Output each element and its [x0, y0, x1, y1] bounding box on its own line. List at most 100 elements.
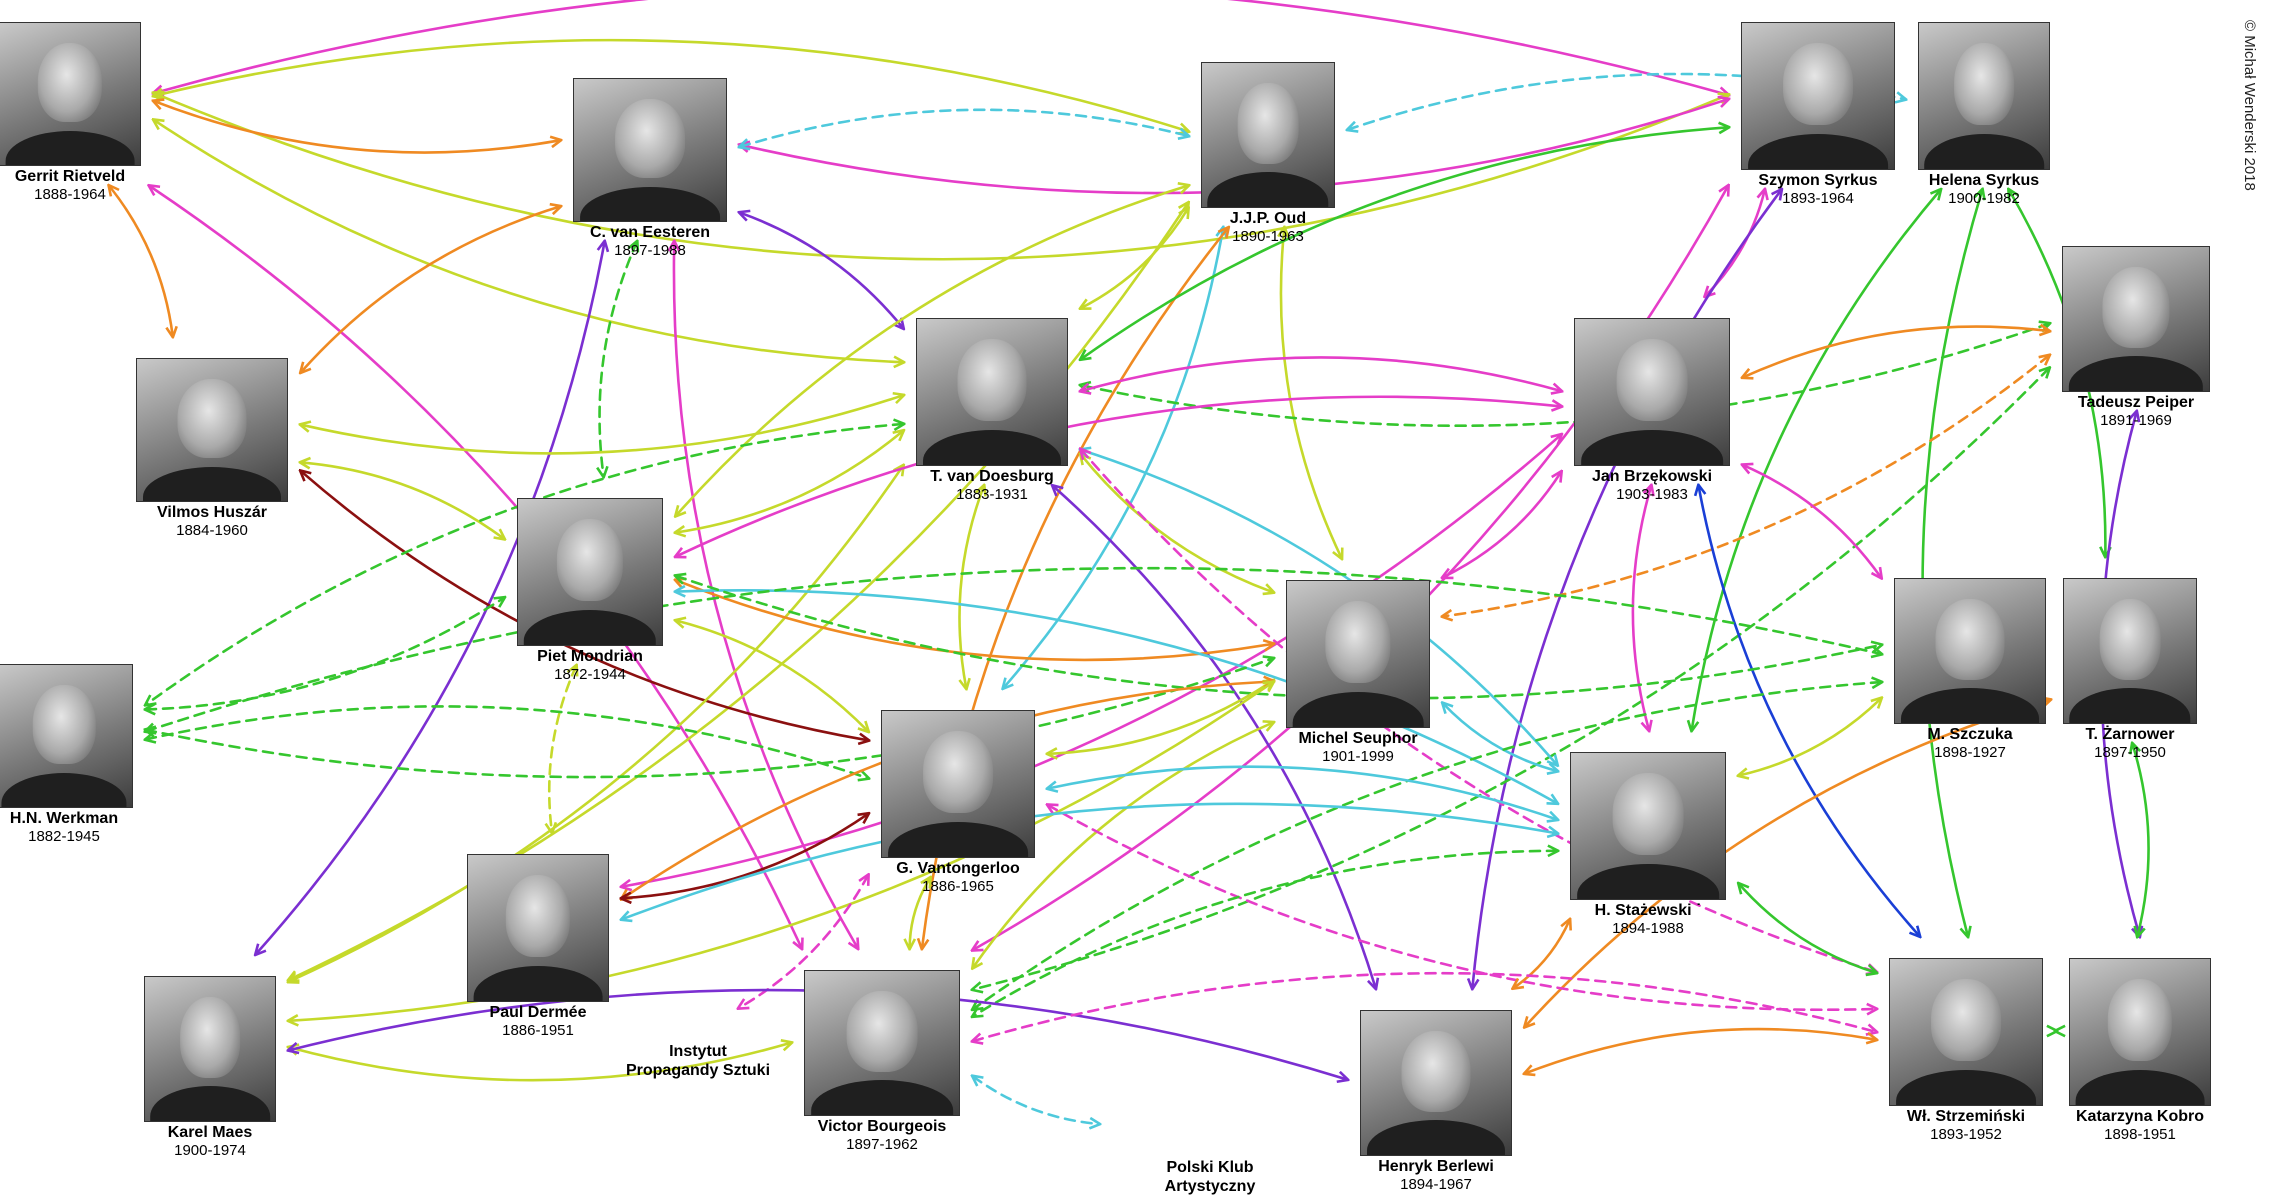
person-name: Piet Mondrian: [537, 648, 643, 665]
connection-zarnower-kobro: [2133, 744, 2150, 936]
portrait-photo: [2062, 246, 2210, 392]
person-name: Szymon Syrkus: [1758, 172, 1878, 189]
person-name: Helena Syrkus: [1928, 172, 2040, 189]
person-name: Jan Brzękowski: [1591, 468, 1713, 485]
organization-line: Instytut: [669, 1043, 727, 1060]
connection-dermee-stazewski: [622, 802, 1557, 919]
portrait-photo: [0, 22, 141, 166]
portrait-photo: [2063, 578, 2197, 724]
portrait-photo: [1741, 22, 1895, 170]
connection-eesteren-oud: [740, 108, 1188, 147]
organization-line: Polski Klub: [1166, 1159, 1254, 1176]
person-name: Gerrit Rietveld: [14, 168, 126, 185]
connection-eesteren-mondrian: [600, 242, 637, 476]
connection-mondrian-vantongerloo: [676, 621, 868, 732]
connection-mondrian-dermee: [549, 666, 576, 832]
connection-huszar-doesburg: [301, 395, 903, 455]
connection-doesburg-seuphor: [1081, 455, 1273, 593]
connection-vantongerloo-dermee: [622, 814, 868, 898]
person-name: T. Żarnower: [2085, 726, 2175, 743]
person-name: Henryk Berlewi: [1378, 1158, 1494, 1175]
portrait-photo: [1889, 958, 2043, 1106]
connection-rietveld-oud: [154, 38, 1188, 131]
connection-eesteren-bourgeois: [674, 242, 858, 948]
person-name: C. van Eesteren: [589, 224, 711, 241]
connection-vantongerloo-stazewski: [1048, 765, 1557, 820]
person-name: Karel Maes: [167, 1124, 253, 1141]
organization-line: Artystyczny: [1164, 1178, 1256, 1195]
person-years: 1882-1945: [28, 828, 100, 845]
connection-stazewski-strzeminski: [1739, 884, 1876, 973]
person-years: 1897-1950: [2094, 744, 2166, 761]
connection-rietveld-bourgeois: [150, 186, 802, 948]
connection-huszar-mondrian: [301, 462, 504, 538]
connection-rietveld-szymon: [154, 0, 1728, 95]
person-years: 1897-1962: [846, 1136, 918, 1153]
connection-eesteren-doesburg: [740, 213, 903, 328]
person-years: 1901-1999: [1322, 748, 1394, 765]
person-years: 1886-1965: [922, 878, 994, 895]
person-years: 1897-1988: [614, 242, 686, 259]
person-name: G. Vantongerloo: [896, 860, 1020, 877]
person-years: 1900-1974: [174, 1142, 246, 1159]
connection-eesteren-huszar: [301, 207, 560, 373]
connection-doesburg-strzeminski: [1081, 450, 1876, 972]
portrait-photo: [2069, 958, 2211, 1106]
person-name: T. van Doesburg: [930, 468, 1054, 485]
connection-strzeminski-berlewi: [1525, 1027, 1876, 1073]
portrait-photo: [136, 358, 288, 502]
connection-werkman-szczuka: [146, 566, 1881, 731]
person-years: 1898-1951: [2104, 1126, 2176, 1143]
connection-bourgeois-strzeminski: [973, 971, 1876, 1041]
portrait-photo: [1201, 62, 1335, 208]
person-name: Tadeusz Peiper: [2077, 394, 2195, 411]
connection-szczuka-stazewski: [1739, 698, 1881, 775]
connection-bourgeois-pka: [973, 1076, 1099, 1124]
connection-werkman-mondrian: [146, 598, 504, 710]
connection-rietveld-szymon: [154, 93, 1728, 261]
person-years: 1888-1964: [34, 186, 106, 203]
connection-werkman-seuphor: [146, 658, 1273, 779]
connection-rietveld-huszar: [109, 186, 172, 336]
organization-line: Propagandy Sztuki: [625, 1062, 771, 1079]
portrait-photo: [0, 664, 133, 808]
person-years: 1886-1951: [502, 1022, 574, 1039]
person-name: Wł. Strzemiński: [1906, 1108, 2026, 1125]
copyright-credit: © Michał Wenderski 2018: [2241, 20, 2258, 191]
person-years: 1883-1931: [956, 486, 1028, 503]
person-years: 1893-1964: [1782, 190, 1854, 207]
person-name: Paul Dermée: [489, 1004, 587, 1021]
portrait-photo: [1286, 580, 1430, 728]
person-years: 1903-1983: [1616, 486, 1688, 503]
connection-oud-doesburg: [1081, 209, 1188, 309]
portrait-photo: [144, 976, 276, 1122]
person-name: M. Szczuka: [1927, 726, 2013, 743]
portrait-photo: [517, 498, 663, 646]
person-years: 1894-1967: [1400, 1176, 1472, 1193]
person-years: 1893-1952: [1930, 1126, 2002, 1143]
person-years: 1890-1963: [1232, 228, 1304, 245]
person-years: 1894-1988: [1612, 920, 1684, 937]
person-years: 1898-1927: [1934, 744, 2006, 761]
person-name: Katarzyna Kobro: [2075, 1108, 2205, 1125]
person-years: 1900-1982: [1948, 190, 2020, 207]
connection-doesburg-mondrian: [676, 431, 903, 533]
portrait-photo: [804, 970, 960, 1116]
person-name: Michel Seuphor: [1298, 730, 1418, 747]
